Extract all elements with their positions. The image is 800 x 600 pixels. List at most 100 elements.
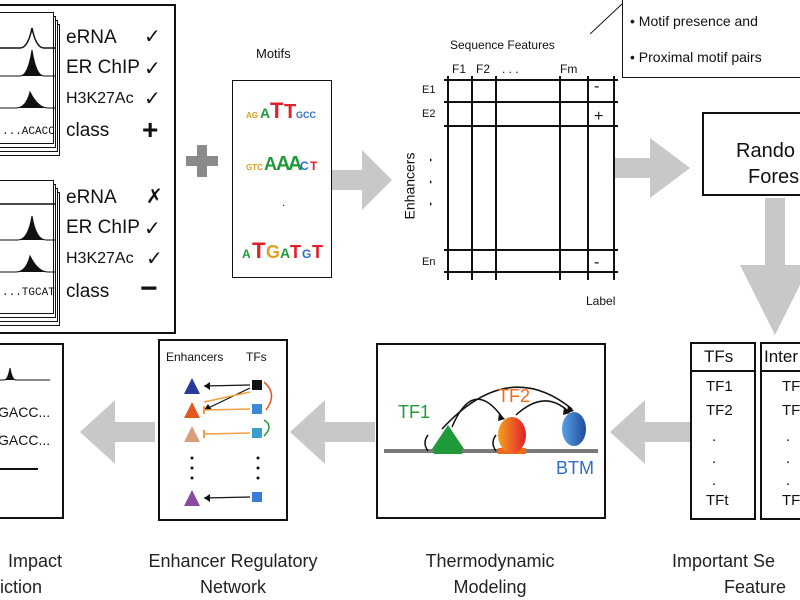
motifs-panel [232,80,332,278]
matrix-col-f2: F2 [476,62,491,76]
tf2-shape [498,417,526,453]
svg-text:A: A [288,153,302,175]
card1-row-h3k27ac: H3K27Ac [66,90,134,107]
motif-logos: AG A T T GCC GTC A A A C T . A T G A T G… [242,98,323,263]
random-forest-box [702,112,800,196]
arrow-right-1 [330,150,392,210]
thermo-tf2-label: TF2 [498,386,531,406]
interaction-arc-3 [515,400,569,416]
tf-node-2 [252,404,262,414]
card1-row-erna: eRNA [66,27,117,48]
card1-mark-erna: ✓ [144,26,161,48]
card1-mark-class: + [142,114,159,145]
matrix-col-fm: Fm [560,62,578,76]
thermo-tf1-label: TF1 [398,402,431,422]
matrix-col-dots: . . . [502,62,519,76]
arrow-down [740,198,800,335]
important-caption-1: Important Se [672,551,776,571]
svg-text:GCC: GCC [296,110,317,120]
card1-tracks [0,27,56,109]
important-col2-header: Inter [764,347,799,366]
important-col1-header: TFs [704,347,734,366]
network-panel [158,339,288,521]
impact-track [0,367,50,381]
matrix-grid [430,76,618,280]
interaction-arc-1 [451,398,503,428]
important-caption-2: Feature [724,577,787,597]
features-note-item-2: • Proximal motif pairs [630,49,762,65]
important-col2-item-t: TF [782,492,800,509]
impact-rule [0,468,38,470]
matrix-axis-label: Enhancers [401,152,418,220]
matrix-label-n: - [594,254,600,271]
card2-sequence: ...TGCAT [2,287,55,299]
card1-mark-h3k27ac: ✓ [144,88,161,110]
impact-line-2: GACC... [0,432,51,448]
arrow-left-3 [80,400,155,464]
motif-ellipsis: . [282,195,285,209]
svg-text:A: A [264,154,277,174]
svg-text:T: T [290,242,301,262]
svg-text:A: A [260,105,270,121]
features-note-box [622,0,800,78]
features-note-item-1: • Motif presence and [630,13,758,29]
important-col1-dot-2: . [712,450,717,467]
important-col2-dot-3: . [786,472,791,489]
important-col1-dot-3: . [712,472,717,489]
svg-text:A: A [276,153,290,175]
network-col-enhancers: Enhancers [166,350,224,364]
enhancer-node-2 [184,402,200,418]
matrix-row-en: En [422,256,436,268]
card2-row-erchip: ER ChIP [66,217,140,238]
callout-pointer [590,3,623,35]
svg-text:T: T [252,238,266,263]
impact-caption-1: Impact [8,551,63,571]
thermo-caption-2: Modeling [453,577,527,597]
svg-text:A: A [242,247,251,261]
important-col1-divider [690,370,756,372]
motifs-title: Motifs [256,46,291,61]
svg-text:G: G [266,242,280,262]
svg-text:A: A [280,245,290,261]
important-col1-item-2: TF2 [706,402,733,419]
network-caption-2: Network [199,577,266,597]
random-forest-label-1: Rando [736,140,795,162]
arrow-right-2 [615,138,690,198]
svg-text:T: T [284,101,296,123]
card2-tracks [0,203,56,273]
important-col2-item-1: TF [782,378,800,395]
random-forest-label-2: Fores [748,166,800,188]
interaction-arc-2 [441,386,573,430]
svg-text:T: T [270,98,284,123]
card1-row-erchip: ER ChIP [66,57,140,78]
important-col2-item-2: TF [782,402,800,419]
card2-mark-erchip: ✓ [144,218,161,240]
impact-line-1: GACC... [0,404,51,420]
card2-mark-class: − [140,272,158,305]
thermo-btm-label: BTM [556,458,594,478]
enhancer-node-1 [184,378,200,394]
important-col1-dot-1: . [712,428,717,445]
network-col-tfs: TFs [246,350,267,364]
card1-row-class: class [66,120,110,141]
plus-icon-vertical [197,145,207,177]
matrix-label-2: + [594,108,604,125]
matrix-title: Sequence Features [450,38,555,52]
tf1-shape [432,425,464,449]
matrix-row-e1: E1 [422,84,436,96]
important-col2-dot-1: . [786,428,791,445]
card2-row-class: class [66,281,110,302]
important-col2-dot-2: . [786,450,791,467]
svg-text:AG: AG [246,111,258,120]
card2-row-h3k27ac: H3K27Ac [66,250,134,267]
matrix-label-1: - [594,78,600,95]
tf-node-3 [252,428,262,438]
svg-text:T: T [310,159,318,173]
svg-text:G: G [302,247,311,261]
card1-mark-erchip: ✓ [144,58,161,80]
network-graph [184,378,273,506]
important-col1-item-1: TF1 [706,378,733,395]
arrow-left-1 [610,400,690,464]
card2-mark-erna: ✗ [146,186,163,208]
